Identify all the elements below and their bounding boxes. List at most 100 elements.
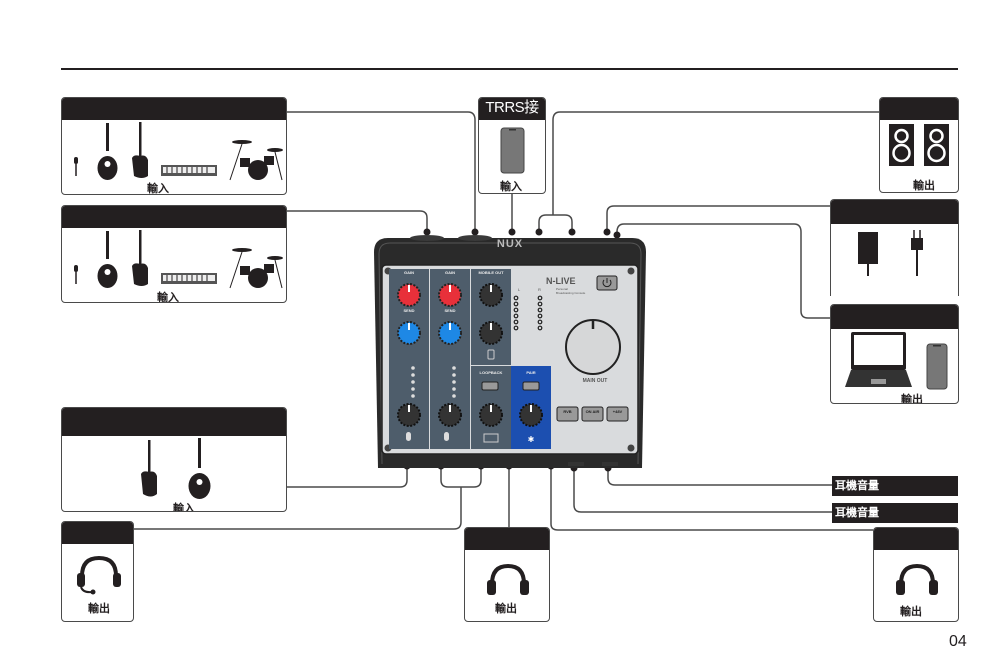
headset-output-card: 輸出	[61, 521, 134, 622]
headphone-volume-badge-2: 耳機音量	[832, 503, 958, 523]
power-adapter-icon	[858, 232, 878, 276]
computer-card: 輸出	[830, 304, 959, 404]
microphone-icon	[74, 265, 78, 284]
headphone-volume-badge-1: 耳機音量	[832, 476, 958, 496]
main-out-label: MAIN OUT	[582, 378, 608, 384]
card-label: 輸出	[901, 394, 923, 404]
gain-label-1: GAIN	[404, 270, 414, 275]
send-label-2: SEND	[444, 308, 456, 313]
phantom-power-button	[606, 406, 629, 422]
on-air-button	[581, 406, 604, 422]
keyboard-icon	[161, 273, 217, 284]
acoustic-guitar-icon	[188, 438, 211, 499]
mic-headset-glyph-icon	[444, 432, 449, 441]
card-header	[62, 206, 286, 228]
headphones-output-card-right: 輸出	[873, 527, 959, 622]
input-card-1: 輸入	[61, 97, 287, 195]
acoustic-guitar-icon	[97, 123, 118, 180]
n-live-device: ✱	[374, 235, 646, 468]
card-header	[831, 200, 958, 224]
instrument-input-card: 輸入	[61, 407, 287, 512]
meter-r-label: R	[538, 287, 541, 292]
trrs-card: TRRS接口 輸入	[478, 97, 546, 194]
guitar-icons	[141, 438, 211, 499]
bluetooth-icon: ✱	[528, 435, 535, 444]
model-subtitle-2: Broadcasting Console	[556, 291, 586, 295]
send-knob-2	[438, 321, 462, 345]
loopback-knob	[479, 403, 503, 427]
speakers-card: 輸出	[879, 97, 959, 193]
phantom-power-label[interactable]: +48V	[612, 409, 623, 414]
bluetooth-knob	[519, 403, 543, 427]
meter-l-label: L	[518, 287, 521, 292]
card-header	[62, 522, 133, 544]
smartphone-icon	[926, 343, 948, 390]
power-icons	[858, 230, 923, 276]
main-out-knob	[565, 319, 621, 375]
card-header	[465, 528, 549, 550]
studio-monitor-icons	[889, 124, 949, 166]
card-header	[831, 305, 958, 329]
loopback-button	[481, 381, 499, 391]
instrument-icons	[74, 230, 283, 289]
pair-button	[522, 381, 540, 391]
card-label: 輸入	[173, 503, 195, 512]
send-label-1: SEND	[403, 308, 415, 313]
smartphone-icon	[500, 127, 525, 174]
mobile-out-knob-2	[479, 321, 503, 345]
channel-2-volume-knob	[438, 403, 462, 427]
headset-icon	[77, 555, 121, 595]
electric-guitar-icon	[132, 122, 148, 178]
card-label: 輸出	[913, 180, 935, 192]
speaker-left-icon	[889, 124, 914, 166]
mobile-out-knob-1	[479, 283, 503, 307]
card-header	[880, 98, 958, 120]
electric-guitar-icon	[132, 230, 148, 286]
gain-label-2: GAIN	[445, 270, 455, 275]
trrs-title: TRRS接口	[479, 98, 545, 136]
gain-knob-2	[438, 283, 462, 307]
card-header	[62, 408, 286, 436]
card-header	[62, 98, 286, 120]
brand-logo: NUX	[496, 238, 524, 250]
model-subtitle-1: Personal	[556, 287, 568, 291]
card-header	[874, 528, 958, 550]
card-label: 輸入	[500, 181, 522, 193]
laptop-icon	[845, 332, 912, 387]
mobile-out-label: MOBILE OUT	[478, 270, 504, 275]
headphones-output-card-center: 輸出	[464, 527, 550, 622]
laptop-glyph-icon	[483, 433, 499, 443]
drum-kit-icon	[229, 140, 283, 181]
power-card	[830, 199, 959, 296]
rvb-label[interactable]: RVB	[563, 409, 572, 414]
electric-guitar-icon	[141, 440, 157, 497]
header-rule	[61, 68, 958, 70]
pair-label: PAIR	[526, 370, 536, 375]
headphones-icon	[487, 563, 529, 595]
gain-knob-1	[397, 283, 421, 307]
send-knob-1	[397, 321, 421, 345]
on-air-label[interactable]: ON AIR	[585, 409, 600, 414]
model-name: N-LIVE	[546, 276, 576, 286]
computer-icons	[845, 332, 948, 390]
keyboard-icon	[161, 165, 217, 176]
loopback-label: LOOPBACK	[479, 370, 503, 375]
card-label: 輸出	[495, 603, 517, 615]
rvb-button	[556, 406, 579, 422]
instrument-icons	[74, 122, 283, 181]
acoustic-guitar-icon	[97, 231, 118, 288]
input-card-2: 輸入	[61, 205, 287, 303]
card-label: 輸入	[157, 292, 179, 303]
headphones-icon	[896, 563, 938, 595]
microphone-glyph-icon	[406, 432, 411, 441]
microphone-icon	[74, 157, 78, 176]
page-number: 04	[949, 633, 967, 650]
card-label: 輸入	[147, 183, 169, 195]
channel-1-volume-knob	[397, 403, 421, 427]
power-plug-icon	[911, 230, 923, 276]
drum-kit-icon	[229, 248, 283, 289]
speaker-right-icon	[924, 124, 949, 166]
card-label: 輸出	[900, 606, 922, 618]
phone-glyph-icon	[487, 349, 495, 360]
